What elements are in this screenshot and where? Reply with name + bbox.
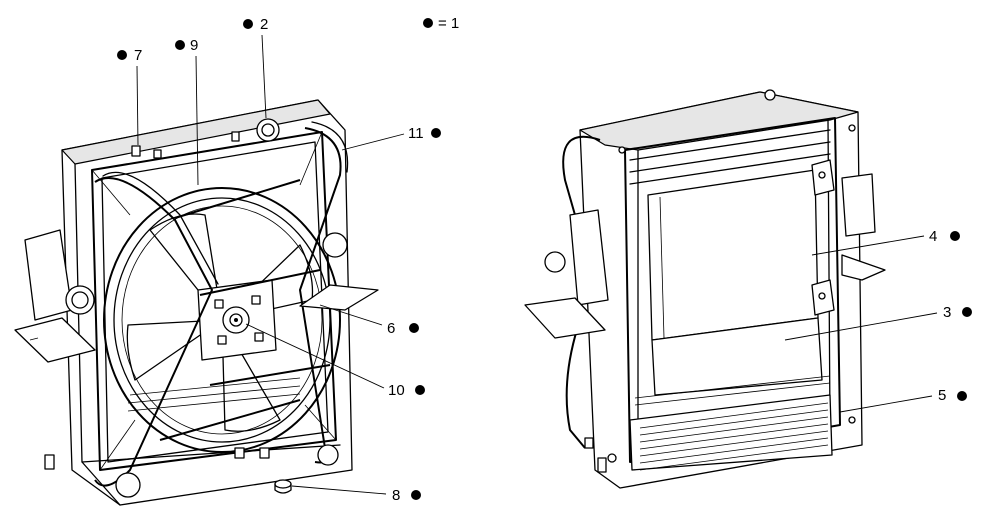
callout-dot (409, 323, 419, 333)
callout-label: 8 (392, 487, 400, 504)
callout-7: 7 (117, 47, 142, 146)
fan-side-assembly (14, 99, 379, 506)
callout-3: 3 (784, 304, 972, 341)
legend: = 1 (423, 15, 459, 32)
callout-label: 4 (929, 228, 937, 245)
callout-8: 8 (291, 485, 421, 504)
callout-5: 5 (839, 387, 967, 413)
callout-9: 9 (175, 37, 199, 186)
callout-6: 6 (319, 304, 419, 337)
callout-label: 5 (938, 387, 946, 404)
callout-10: 10 (245, 323, 425, 399)
callout-label: 11 (408, 125, 424, 142)
callout-dot (962, 307, 972, 317)
callout-dot (950, 231, 960, 241)
callout-11: 11 (341, 125, 441, 151)
coil-side-assembly (524, 89, 886, 489)
legend-dot (423, 18, 433, 28)
callout-label: 6 (387, 320, 395, 337)
callout-dot (117, 50, 127, 60)
callout-2: 2 (243, 16, 268, 119)
callout-dot (415, 385, 425, 395)
callout-dot (175, 40, 185, 50)
callout-label: 10 (388, 382, 405, 399)
callout-dot (411, 490, 421, 500)
callout-dot (957, 391, 967, 401)
legend-text: = 1 (438, 15, 459, 32)
callout-label: 7 (134, 47, 142, 64)
callout-4: 4 (811, 228, 960, 256)
callout-label: 2 (260, 16, 268, 33)
callout-dot (243, 19, 253, 29)
callout-label: 9 (190, 37, 198, 54)
callout-label: 3 (943, 304, 951, 321)
callout-dot (431, 128, 441, 138)
